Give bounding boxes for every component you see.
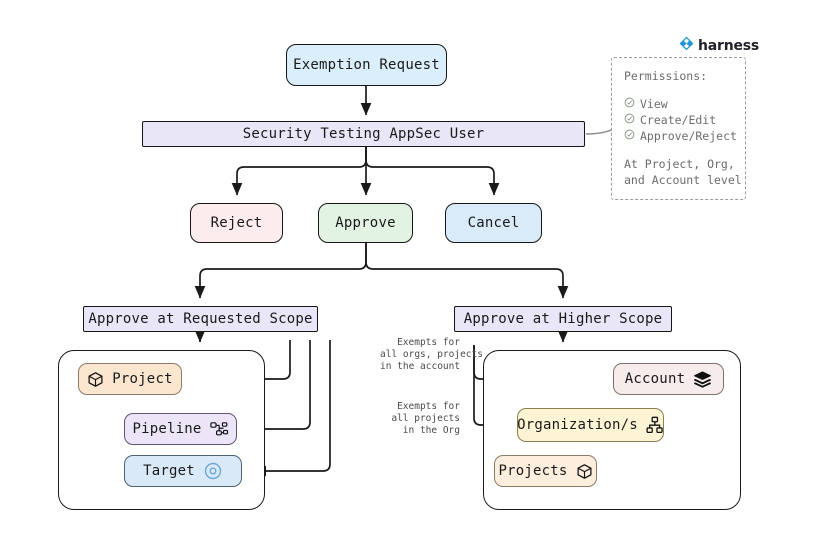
permissions-title: Permissions: [624, 69, 708, 83]
check-circle-icon [624, 96, 635, 112]
node-label: Approve [335, 215, 396, 231]
node-approve-requested-scope[interactable]: Approve at Requested Scope [83, 306, 318, 332]
harness-diamond-icon [679, 36, 694, 55]
brand-logo: harness [679, 36, 759, 55]
node-label: Target [143, 463, 195, 479]
node-label: Account [624, 371, 686, 387]
edge-label-account-scope: Exempts for all orgs, projects in the ac… [380, 337, 483, 372]
node-label: Approve at Requested Scope [88, 311, 313, 327]
check-circle-icon [624, 128, 635, 144]
node-account[interactable]: Account [613, 363, 724, 395]
pipeline-nodes-icon [209, 421, 229, 437]
cube-icon [87, 371, 104, 388]
layers-icon [693, 370, 712, 389]
node-pipeline[interactable]: Pipeline [124, 413, 237, 445]
cube-icon [576, 463, 593, 480]
node-approve-higher-scope[interactable]: Approve at Higher Scope [454, 306, 672, 332]
permission-label: Create/Edit [640, 113, 717, 127]
node-approve[interactable]: Approve [318, 203, 413, 243]
permission-item-create-edit: Create/Edit [624, 112, 745, 128]
node-label: Cancel [467, 215, 520, 231]
permission-item-approve-reject: Approve/Reject [624, 128, 745, 144]
org-chart-icon [646, 416, 664, 434]
permission-label: Approve/Reject [640, 129, 737, 143]
node-label: Approve at Higher Scope [463, 311, 663, 327]
node-label: Projects [498, 463, 568, 479]
target-ring-icon [203, 461, 223, 481]
node-target[interactable]: Target [124, 455, 242, 487]
node-appsec-user[interactable]: Security Testing AppSec User [142, 121, 585, 147]
permission-item-view: View [624, 96, 745, 112]
permissions-footer-line2: and Account level [624, 173, 742, 187]
brand-name: harness [698, 37, 760, 54]
node-projects[interactable]: Projects [494, 455, 597, 487]
node-label: Exemption Request [293, 57, 440, 73]
permission-label: View [640, 97, 668, 111]
edge-label-org-scope: Exempts for all projects in the Org [391, 401, 460, 436]
node-label: Security Testing AppSec User [242, 126, 485, 142]
node-label: Project [112, 371, 173, 387]
node-label: Organization/s [517, 417, 638, 433]
node-label: Reject [210, 215, 263, 231]
node-label: Pipeline [132, 421, 202, 437]
permissions-panel: Permissions: View Create/Edit [611, 57, 746, 200]
node-reject[interactable]: Reject [190, 203, 283, 243]
node-project[interactable]: Project [78, 363, 182, 395]
permissions-footer-line1: At Project, Org, [624, 157, 735, 171]
node-exemption-request[interactable]: Exemption Request [286, 44, 447, 86]
check-circle-icon [624, 112, 635, 128]
node-cancel[interactable]: Cancel [445, 203, 542, 243]
node-organizations[interactable]: Organization/s [517, 408, 664, 442]
